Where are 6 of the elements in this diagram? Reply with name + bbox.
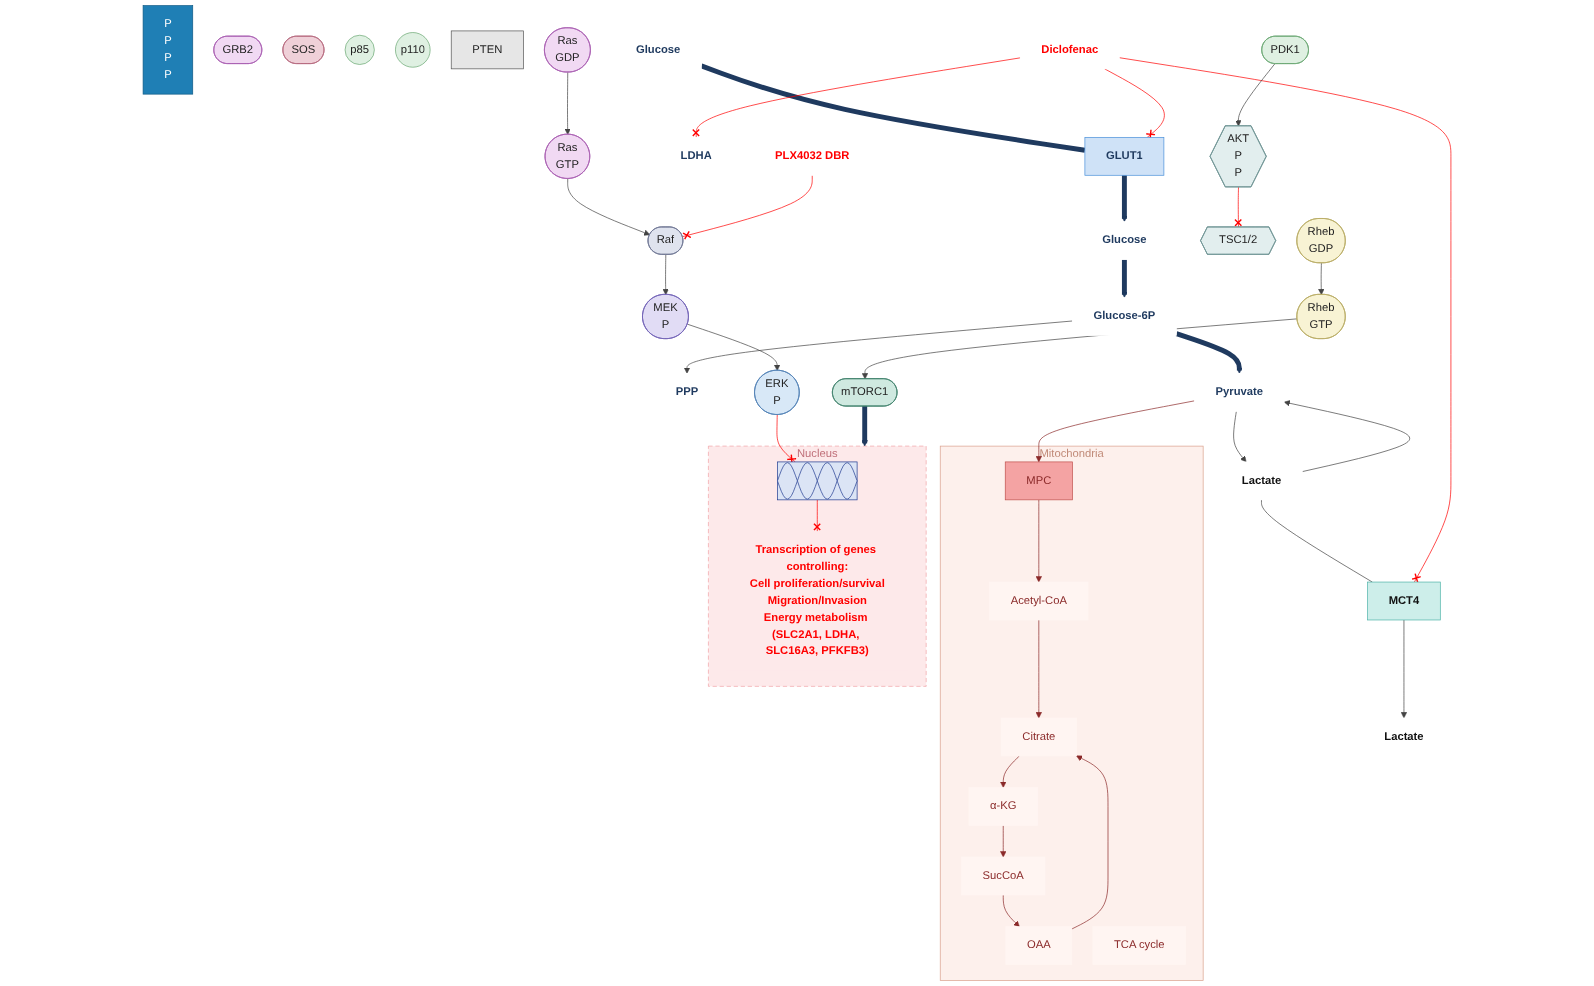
connector [700,63,1086,153]
arrow [1121,175,1128,222]
connector [1261,499,1373,583]
arrow [1121,259,1128,298]
arrow [861,406,868,447]
arrow [1175,331,1243,374]
